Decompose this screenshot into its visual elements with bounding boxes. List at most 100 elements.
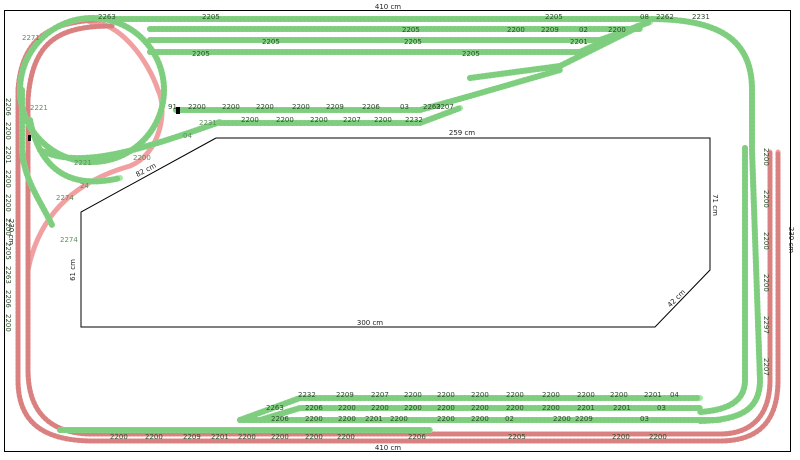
green-right-vertical — [697, 145, 748, 415]
dim-inner-right: 71 cm — [711, 194, 719, 216]
track-piece-label: 2200 — [256, 103, 274, 111]
track-piece-label: 2205 — [262, 38, 280, 46]
track-piece-label: 2200 — [762, 232, 770, 250]
dim-right: 230 cm — [787, 227, 795, 253]
track-piece-label: 2232 — [405, 116, 423, 124]
track-piece-label: 2274 — [56, 194, 74, 202]
track-piece-label: 2205 — [402, 26, 420, 34]
track-piece-label: 2232 — [298, 391, 316, 399]
red-helix-link — [25, 19, 165, 273]
track-piece-label: 2205 — [192, 50, 210, 58]
track-piece-label: 2200 — [404, 404, 422, 412]
track-piece-label: 2200 — [471, 415, 489, 423]
track-piece-label: 2200 — [337, 433, 355, 441]
track-piece-label: 2200 — [222, 103, 240, 111]
track-piece-label: 2200 — [4, 194, 12, 212]
track-piece-label: 2274 — [60, 236, 78, 244]
track-piece-label: 2200 — [506, 391, 524, 399]
track-piece-label: 2200 — [471, 391, 489, 399]
track-piece-label: 04 — [670, 391, 679, 399]
track-piece-label: 2200 — [506, 404, 524, 412]
track-piece-label: 2200 — [371, 404, 389, 412]
track-piece-label: 2221 — [30, 104, 48, 112]
track-piece-label: 2206 — [4, 98, 12, 116]
track-piece-label: 2297 — [762, 316, 770, 334]
track-piece-label: 2206 — [408, 433, 426, 441]
track-piece-label: 24 — [80, 182, 89, 190]
track-piece-label: 2263 — [266, 404, 284, 412]
track-piece-label: 2200 — [471, 404, 489, 412]
track-piece-label: 02 — [579, 26, 588, 34]
track-piece-label: 2200 — [271, 433, 289, 441]
track-piece-label: 2231 — [199, 119, 217, 127]
track-piece-label: 2200 — [649, 433, 667, 441]
track-piece-label: 2200 — [577, 391, 595, 399]
track-piece-label: 2207 — [762, 358, 770, 376]
dimension-labels: 410 cm 410 cm 230 cm 230 cm 259 cm 300 c… — [7, 3, 795, 452]
dim-inner-diag-right: 42 cm — [666, 288, 687, 309]
track-piece-label: 2200 — [188, 103, 206, 111]
track-piece-label: 2206 — [305, 404, 323, 412]
track-piece-label: 2209 — [326, 103, 344, 111]
track-piece-label: 2200 — [305, 433, 323, 441]
track-piece-label: 2200 — [338, 404, 356, 412]
track-piece-label: 03 — [657, 404, 666, 412]
track-piece-label: 2271 — [22, 34, 40, 42]
track-piece-label: 2263 — [98, 13, 116, 21]
track-piece-label: 03 — [640, 415, 649, 423]
track-piece-label: 2205 — [462, 50, 480, 58]
track-piece-label: 02 — [505, 415, 514, 423]
track-piece-label: 2206 — [271, 415, 289, 423]
track-piece-label: 2206 — [362, 103, 380, 111]
track-piece-label: 2200 — [338, 415, 356, 423]
track-piece-label: 2221 — [74, 159, 92, 167]
dim-bottom: 410 cm — [375, 444, 401, 452]
track-piece-label: 2205 — [404, 38, 422, 46]
track-piece-label: 2200 — [241, 116, 259, 124]
red-inner-loop — [25, 23, 773, 437]
track-piece-label: 2200 — [437, 404, 455, 412]
track-piece-label: 2201 — [365, 415, 383, 423]
track-piece-label: 2201 — [211, 433, 229, 441]
track-piece-label: 04 — [183, 132, 192, 140]
track-piece-label: 2200 — [542, 404, 560, 412]
track-piece-label: 2200 — [238, 433, 256, 441]
track-piece-label: 2200 — [374, 116, 392, 124]
track-piece-label: 2200 — [390, 415, 408, 423]
track-piece-label: 2201 — [570, 38, 588, 46]
track-piece-label: 2263 — [423, 103, 441, 111]
track-piece-label: 2200 — [437, 415, 455, 423]
track-piece-label: 2201 — [644, 391, 662, 399]
dim-top: 410 cm — [375, 3, 401, 11]
track-piece-label: 2200 — [762, 190, 770, 208]
track-piece-label: 2200 — [542, 391, 560, 399]
track-piece-label: 2201 — [613, 404, 631, 412]
track-piece-label: 2200 — [404, 391, 422, 399]
green-top-main — [97, 16, 764, 424]
track-piece-label: 2207 — [436, 103, 454, 111]
track-piece-label: 2200 — [133, 154, 151, 162]
track-piece-label: 2200 — [4, 218, 12, 236]
signal-marker — [28, 135, 31, 141]
red-outer-loop — [15, 17, 781, 444]
track-piece-label: 08 — [640, 13, 649, 21]
track-piece-label: 2209 — [541, 26, 559, 34]
track-piece-label: 2205 — [202, 13, 220, 21]
dim-inner-bottom: 300 cm — [357, 319, 383, 327]
track-piece-label: 2200 — [507, 26, 525, 34]
track-piece-label: 2205 — [508, 433, 526, 441]
track-piece-label: 2200 — [4, 122, 12, 140]
track-piece-label: 2209 — [336, 391, 354, 399]
track-piece-label: 2200 — [762, 148, 770, 166]
red-tracks — [15, 17, 781, 444]
inner-board-outline — [80, 137, 711, 328]
track-piece-label: 2200 — [4, 170, 12, 188]
track-piece-label: 2200 — [608, 26, 626, 34]
track-piece-label: 91 — [168, 103, 177, 111]
track-piece-label: 2200 — [276, 116, 294, 124]
green-tracks — [17, 15, 764, 433]
track-piece-label: 2200 — [437, 391, 455, 399]
